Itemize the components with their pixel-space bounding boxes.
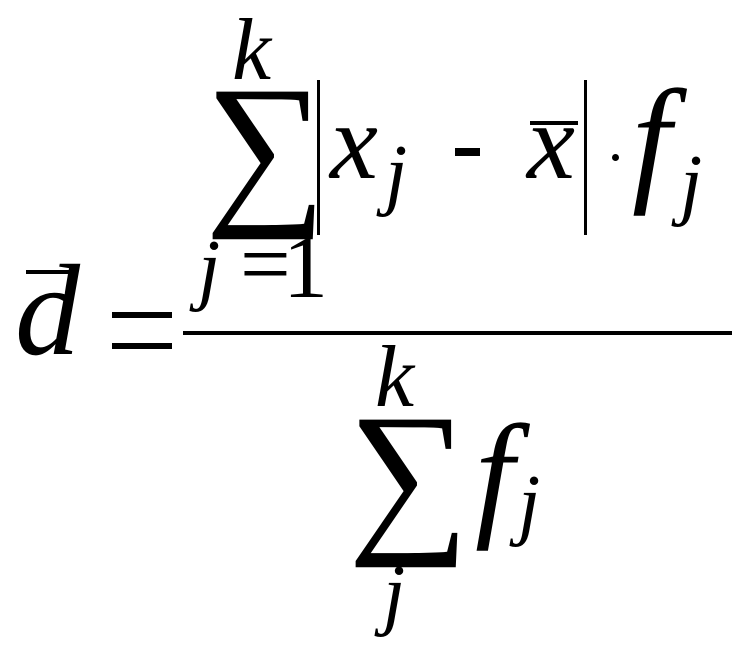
equals-sign-top (112, 312, 172, 318)
mean-deviation-symbol: d (15, 239, 80, 383)
multiplication-dot (612, 154, 619, 161)
sum-symbol: ∑ (348, 380, 470, 568)
sum-upper-limit: k (375, 329, 415, 426)
sum-upper-limit: k (232, 2, 272, 99)
sum-lower-equals: = (240, 215, 291, 314)
abs-bar-right (584, 80, 587, 235)
mean-x-overline (530, 121, 578, 125)
sum-symbol: ∑ (205, 52, 327, 240)
sum-lower-value: 1 (283, 218, 328, 317)
weight-f: f (475, 397, 514, 552)
term-x: x (330, 83, 378, 202)
weight-f: f (632, 62, 671, 217)
abs-bar-left (317, 80, 320, 235)
fraction-line (183, 331, 732, 335)
term-x-subscript: j (385, 130, 408, 218)
equals-sign-bottom (112, 343, 172, 349)
overline (26, 270, 78, 274)
minus-sign (455, 148, 480, 156)
sum-lower-index: j (383, 550, 406, 638)
weight-subscript: j (518, 460, 541, 548)
mean-x: x (527, 83, 575, 202)
sum-lower-index: j (198, 225, 221, 313)
weight-subscript: j (680, 140, 703, 228)
